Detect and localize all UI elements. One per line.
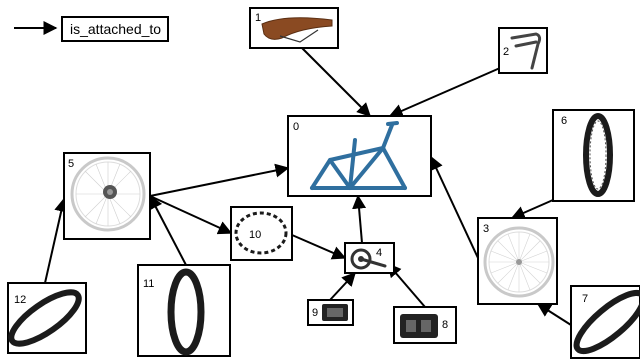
edge-1-to-0: [301, 47, 371, 117]
saddle-icon: [261, 17, 333, 43]
node-0-label: 0: [293, 121, 299, 133]
node-10-label: 10: [249, 229, 261, 241]
node-4-label: 4: [376, 247, 382, 259]
node-11[interactable]: 11: [137, 264, 231, 357]
edge-7-to-3: [536, 303, 572, 326]
rear-wheel-icon: [483, 226, 555, 298]
front-wheel-icon: [70, 156, 146, 232]
tire-icon: [167, 268, 205, 356]
crankset-icon: [350, 248, 387, 270]
node-4[interactable]: 4: [344, 242, 395, 274]
node-3[interactable]: 3: [477, 217, 558, 305]
node-8[interactable]: 8: [393, 306, 457, 344]
bicycle-frame-icon: [310, 121, 407, 190]
edge-2-to-0: [388, 67, 501, 118]
chain-icon: [234, 211, 288, 255]
node-2[interactable]: 2: [498, 27, 548, 74]
legend: is_attached_to: [14, 16, 169, 42]
pedal-icon: [322, 304, 348, 321]
tire-icon: [8, 289, 82, 347]
edge-3-to-0: [429, 155, 479, 259]
node-7-label: 7: [582, 293, 588, 305]
node-5[interactable]: 5: [63, 152, 151, 240]
node-12[interactable]: 12: [4, 282, 87, 354]
brake-levers-icon: [510, 32, 542, 70]
node-7[interactable]: 7: [569, 284, 640, 359]
tire-icon: [573, 289, 640, 355]
node-6[interactable]: 6: [552, 109, 635, 202]
tire-icon: [583, 113, 613, 197]
legend-box: [61, 16, 169, 42]
edge-12-to-5: [44, 197, 69, 284]
node-3-label: 3: [483, 223, 489, 235]
edge-10-to-4: [291, 234, 347, 260]
pedal-icon: [400, 314, 438, 338]
edge-9-to-4: [329, 271, 356, 301]
edges: [44, 47, 572, 326]
node-11-label: 11: [143, 278, 154, 290]
nodes: 0 1 2: [4, 7, 640, 359]
node-0[interactable]: 0: [287, 115, 432, 197]
node-2-label: 2: [503, 46, 509, 58]
node-10[interactable]: 10: [230, 206, 293, 261]
node-9-label: 9: [312, 307, 318, 319]
node-12-label: 12: [14, 294, 26, 306]
node-9[interactable]: 9: [307, 299, 354, 326]
edge-6-to-3: [510, 199, 554, 220]
node-1[interactable]: 1: [249, 7, 339, 49]
node-6-label: 6: [561, 115, 567, 127]
legend-label: is_attached_to: [70, 21, 161, 37]
edge-11-to-5: [149, 194, 187, 266]
node-1-label: 1: [255, 12, 261, 24]
edge-4-to-0: [352, 194, 367, 244]
node-5-label: 5: [68, 158, 74, 170]
edge-5-to-10: [149, 195, 233, 235]
edge-5-to-0: [149, 163, 290, 197]
node-8-label: 8: [442, 319, 448, 331]
